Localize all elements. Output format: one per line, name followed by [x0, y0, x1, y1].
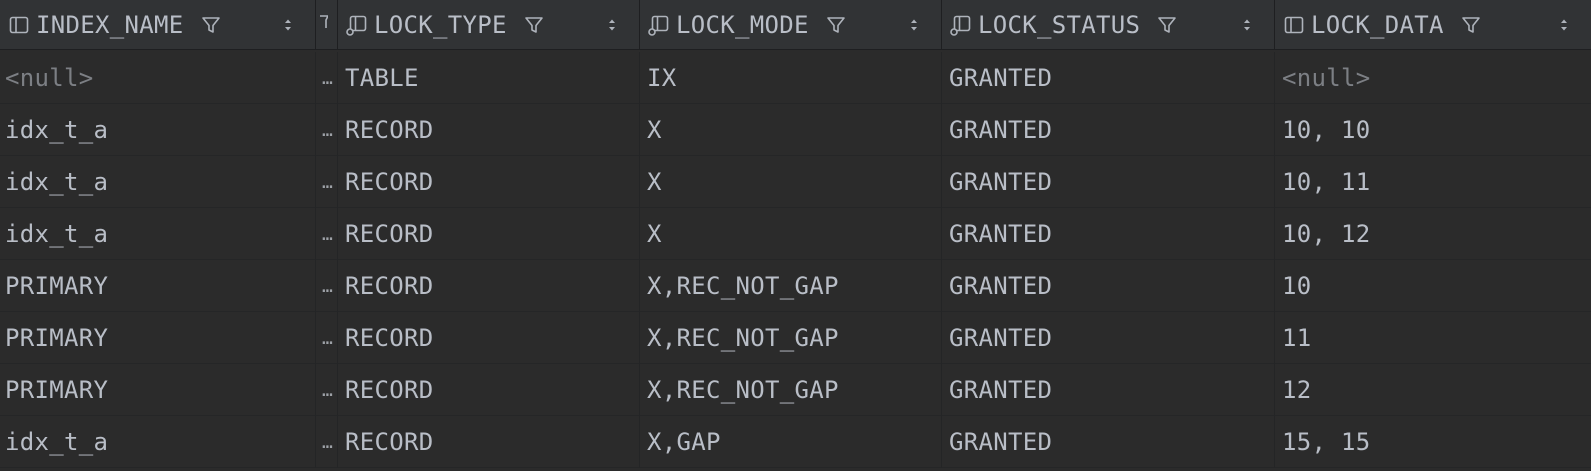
grid-header: INDEX_NAME	[0, 0, 1591, 50]
cell-index-name[interactable]: PRIMARY	[0, 364, 316, 416]
cell-index-name[interactable]: <null>	[0, 52, 316, 104]
cell-lock-data[interactable]: 10, 10	[1282, 116, 1371, 144]
cell-lock-data[interactable]: 15, 15	[1282, 428, 1371, 456]
cell-lock-data[interactable]: 10, 11	[1282, 168, 1371, 196]
cell-index-name[interactable]: PRIMARY	[0, 312, 316, 364]
cell-lock-status[interactable]: GRANTED	[942, 312, 1275, 364]
cell-lock-status[interactable]: GRANTED	[942, 416, 1275, 468]
cell-lock-type[interactable]: RECORD	[338, 104, 640, 156]
table-row[interactable]: idx_t_a … RECORD X GRANTED 10, 12	[0, 208, 1591, 260]
cell-truncated[interactable]: …	[316, 260, 338, 312]
cell-lock-data[interactable]: 10, 12	[1282, 220, 1371, 248]
cell-lock-status[interactable]: GRANTED	[942, 208, 1275, 260]
column-header-lock-data[interactable]: LOCK_DATA	[1275, 0, 1591, 50]
column-header-lock-status[interactable]: LOCK_STATUS	[942, 0, 1275, 50]
cell-lock-mode[interactable]: X,GAP	[640, 416, 942, 468]
cell-truncated[interactable]: …	[316, 156, 338, 208]
cell-lock-data[interactable]: <null>	[1282, 64, 1371, 92]
filter-icon[interactable]	[823, 12, 849, 38]
cell-truncated[interactable]: …	[316, 208, 338, 260]
cell-lock-type[interactable]: RECORD	[338, 416, 640, 468]
cell-lock-status[interactable]: GRANTED	[942, 260, 1275, 312]
cell-lock-mode[interactable]: X	[640, 156, 942, 208]
filter-icon[interactable]	[1458, 12, 1484, 38]
cell-lock-type[interactable]: RECORD	[338, 364, 640, 416]
table-row[interactable]: PRIMARY … RECORD X,REC_NOT_GAP GRANTED 1…	[0, 260, 1591, 312]
sort-icon[interactable]	[1557, 12, 1571, 38]
column-header-lock-type[interactable]: LOCK_TYPE	[338, 0, 640, 50]
column-header-label: LOCK_DATA	[1311, 11, 1444, 39]
table-row[interactable]: PRIMARY … RECORD X,REC_NOT_GAP GRANTED 1…	[0, 312, 1591, 364]
collapsed-filter-icon[interactable]	[318, 12, 329, 38]
column-icon	[1281, 12, 1307, 38]
filter-icon[interactable]	[1154, 12, 1180, 38]
cell-truncated[interactable]: …	[316, 416, 338, 468]
cell-lock-status[interactable]: GRANTED	[942, 156, 1275, 208]
column-header-index-name[interactable]: INDEX_NAME	[0, 0, 316, 50]
filter-icon[interactable]	[198, 12, 224, 38]
cell-lock-mode[interactable]: X	[640, 208, 942, 260]
column-header-label: INDEX_NAME	[36, 11, 184, 39]
cell-lock-data[interactable]: 12	[1282, 376, 1312, 404]
column-icon	[6, 12, 32, 38]
key-column-icon	[948, 12, 974, 38]
column-header-collapsed[interactable]	[316, 0, 338, 50]
cell-index-name[interactable]: idx_t_a	[0, 156, 316, 208]
cell-lock-mode[interactable]: X,REC_NOT_GAP	[640, 312, 942, 364]
cell-index-name[interactable]: idx_t_a	[0, 208, 316, 260]
cell-lock-type[interactable]: RECORD	[338, 260, 640, 312]
column-header-lock-mode[interactable]: LOCK_MODE	[640, 0, 942, 50]
cell-truncated[interactable]: …	[316, 364, 338, 416]
cell-lock-type[interactable]: RECORD	[338, 156, 640, 208]
table-row[interactable]: idx_t_a … RECORD X,GAP GRANTED 15, 15	[0, 416, 1591, 468]
key-column-icon	[344, 12, 370, 38]
cell-truncated[interactable]: …	[316, 52, 338, 104]
cell-lock-type[interactable]: RECORD	[338, 208, 640, 260]
column-header-label: LOCK_TYPE	[374, 11, 507, 39]
filter-icon[interactable]	[521, 12, 547, 38]
cell-index-name[interactable]: idx_t_a	[0, 416, 316, 468]
cell-lock-mode[interactable]: X,REC_NOT_GAP	[640, 260, 942, 312]
cell-index-name[interactable]: PRIMARY	[0, 260, 316, 312]
cell-lock-type[interactable]: TABLE	[338, 52, 640, 104]
column-header-label: LOCK_STATUS	[978, 11, 1141, 39]
table-row[interactable]: idx_t_a … RECORD X GRANTED 10, 10	[0, 104, 1591, 156]
cell-lock-mode[interactable]: IX	[640, 52, 942, 104]
table-row[interactable]: <null> … TABLE IX GRANTED <null>	[0, 52, 1591, 104]
table-row[interactable]: PRIMARY … RECORD X,REC_NOT_GAP GRANTED 1…	[0, 364, 1591, 416]
cell-lock-status[interactable]: GRANTED	[942, 52, 1275, 104]
cell-lock-status[interactable]: GRANTED	[942, 104, 1275, 156]
sort-icon[interactable]	[605, 12, 619, 38]
cell-lock-type[interactable]: RECORD	[338, 312, 640, 364]
column-header-label: LOCK_MODE	[676, 11, 809, 39]
cell-lock-status[interactable]: GRANTED	[942, 364, 1275, 416]
cell-lock-data[interactable]: 10	[1282, 272, 1312, 300]
cell-lock-mode[interactable]: X	[640, 104, 942, 156]
key-column-icon	[646, 12, 672, 38]
cell-lock-mode[interactable]: X,REC_NOT_GAP	[640, 364, 942, 416]
cell-index-name[interactable]: idx_t_a	[0, 104, 316, 156]
cell-lock-data[interactable]: 11	[1282, 324, 1312, 352]
cell-truncated[interactable]: …	[316, 312, 338, 364]
sort-icon[interactable]	[1240, 12, 1254, 38]
sort-icon[interactable]	[281, 12, 295, 38]
cell-truncated[interactable]: …	[316, 104, 338, 156]
sort-icon[interactable]	[907, 12, 921, 38]
table-row[interactable]: idx_t_a … RECORD X GRANTED 10, 11	[0, 156, 1591, 208]
